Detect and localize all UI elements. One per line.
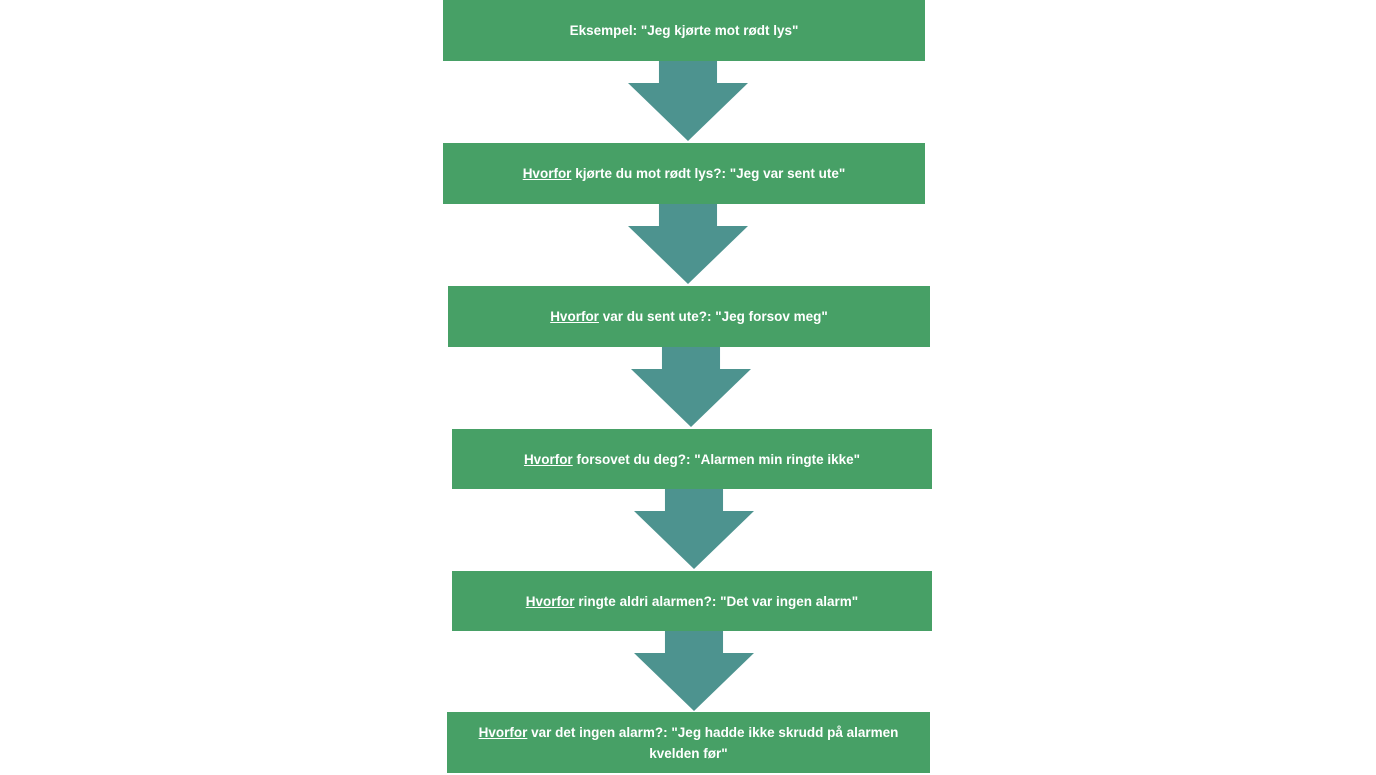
box-text: var du sent ute?: "Jeg forsov meg" (598, 309, 828, 324)
flow-box-example-text: Eksempel: "Jeg kjørte mot rødt lys" (570, 20, 799, 41)
down-arrow-3 (631, 347, 751, 427)
box-text: var det ingen alarm?: "Jeg hadde ikke sk… (527, 724, 899, 761)
box-text: forsovet du deg?: "Alarmen min ringte ik… (572, 451, 861, 467)
flow-box-why-5: Hvorfor var det ingen alarm?: "Jeg hadde… (447, 712, 930, 773)
flow-box-why-1-text: Hvorfor kjørte du mot rødt lys?: "Jeg va… (523, 163, 846, 184)
box-text: kjørte du mot rødt lys?: "Jeg var sent u… (571, 166, 846, 181)
underlined-word: Hvorfor (522, 166, 572, 181)
flow-box-why-1: Hvorfor kjørte du mot rødt lys?: "Jeg va… (443, 143, 925, 204)
flow-box-why-3-text: Hvorfor forsovet du deg?: "Alarmen min r… (524, 449, 860, 470)
underlined-word: Hvorfor (523, 451, 573, 467)
down-arrow-2 (628, 204, 748, 284)
down-arrow-4 (634, 489, 754, 569)
underlined-word: Hvorfor (550, 309, 599, 324)
down-arrow-1 (628, 61, 748, 141)
flow-box-example: Eksempel: "Jeg kjørte mot rødt lys" (443, 0, 925, 61)
flow-box-why-4-text: Hvorfor ringte aldri alarmen?: "Det var … (526, 591, 858, 612)
flow-box-why-4: Hvorfor ringte aldri alarmen?: "Det var … (452, 571, 932, 631)
box-text: Eksempel: "Jeg kjørte mot rødt lys" (569, 23, 799, 38)
underlined-word: Hvorfor (478, 724, 528, 740)
down-arrow-5 (634, 631, 754, 711)
underlined-word: Hvorfor (525, 593, 575, 609)
flow-box-why-2-text: Hvorfor var du sent ute?: "Jeg forsov me… (550, 306, 828, 327)
flow-box-why-5-text: Hvorfor var det ingen alarm?: "Jeg hadde… (463, 722, 914, 764)
flow-box-why-3: Hvorfor forsovet du deg?: "Alarmen min r… (452, 429, 932, 489)
flow-box-why-2: Hvorfor var du sent ute?: "Jeg forsov me… (448, 286, 930, 347)
box-text: ringte aldri alarmen?: "Det var ingen al… (574, 593, 859, 609)
